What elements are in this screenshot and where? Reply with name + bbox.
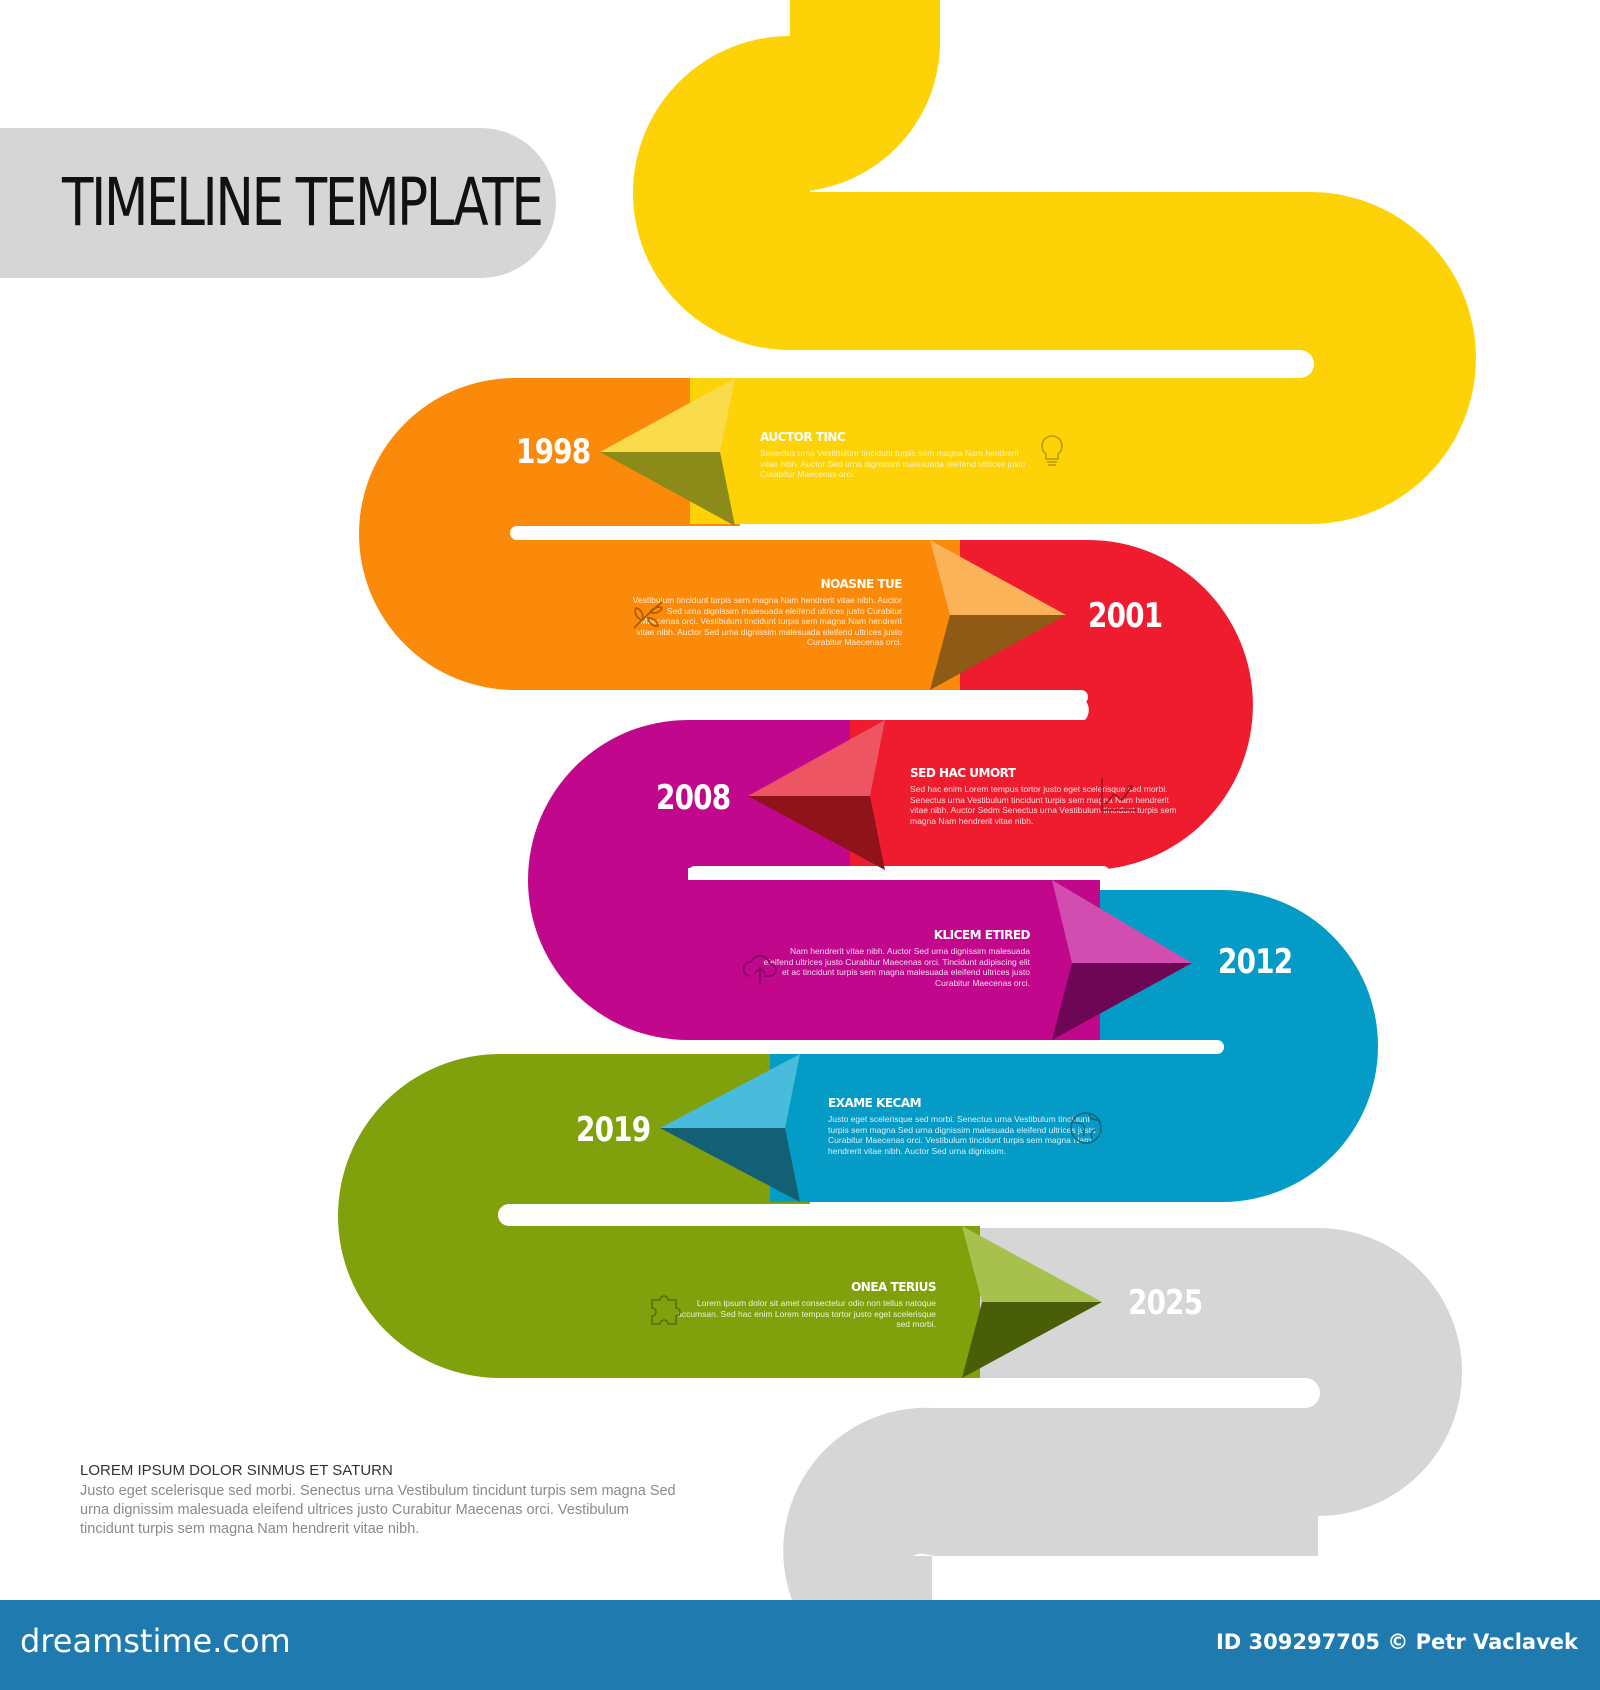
event-title: AUCTOR TINC — [760, 430, 846, 444]
arrow-2008 — [748, 720, 885, 870]
footer-text: Justo eget scelerisque sed morbi. Senect… — [80, 1483, 676, 1537]
year-2012: 2012 — [1218, 942, 1293, 982]
event-2012: KLICEM ETIRED Nam hendrerit vitae nibh. … — [760, 928, 1031, 988]
title-pill — [0, 128, 556, 278]
arrow-2019 — [660, 1054, 800, 1202]
event-text: Vestibulum tincidunt turpis sem magna Na… — [632, 595, 902, 647]
event-2001: NOASNE TUE Vestibulum tincidunt turpis s… — [632, 577, 903, 648]
event-text: Senectus urna Vestibulum tincidunt turpi… — [760, 448, 1026, 479]
year-2001: 2001 — [1088, 596, 1163, 636]
year-2019: 2019 — [576, 1110, 651, 1150]
footer-title: LOREM IPSUM DOLOR SINMUS ET SATURN — [80, 1462, 393, 1479]
event-2025: ONEA TERIUS Lorem ipsum dolor sit amet c… — [666, 1280, 936, 1330]
event-text: Nam hendrerit vitae nibh. Auctor Sed urn… — [763, 946, 1030, 988]
watermark-brand: dreamstime.com — [20, 1622, 291, 1660]
blue-band — [770, 890, 1378, 1202]
year-1998: 1998 — [516, 432, 591, 472]
cloud-upload-icon — [742, 955, 777, 984]
event-2008: SED HAC UMORT Sed hac enim Lorem tempus … — [910, 766, 1180, 826]
orange-band — [359, 378, 960, 690]
watermark-credit: ID 309297705 © Petr Vaclavek — [1215, 1630, 1578, 1654]
event-title: NOASNE TUE — [820, 577, 903, 591]
arrow-2012 — [1052, 880, 1192, 1040]
globe-icon — [1070, 1112, 1102, 1144]
event-title: ONEA TERIUS — [851, 1280, 936, 1294]
event-text: Justo eget scelerisque sed morbi. Senect… — [828, 1114, 1096, 1156]
event-2019: EXAME KECAM Justo eget scelerisque sed m… — [828, 1096, 1098, 1156]
lightbulb-icon — [1041, 435, 1063, 466]
event-1998: AUCTOR TINC Senectus urna Vestibulum tin… — [760, 430, 1030, 480]
arrow-1998 — [600, 378, 735, 526]
puzzle-icon — [651, 1295, 681, 1325]
event-text: Sed hac enim Lorem tempus tortor justo e… — [910, 784, 1177, 826]
year-2008: 2008 — [656, 778, 731, 818]
event-title: KLICEM ETIRED — [933, 928, 1031, 942]
chart-icon — [1101, 778, 1136, 811]
watermark-bar — [0, 1600, 1600, 1690]
green-band — [338, 1054, 980, 1378]
event-title: EXAME KECAM — [828, 1096, 922, 1110]
event-text: Lorem ipsum dolor sit amet consectetur o… — [677, 1298, 936, 1329]
page-title: TIMELINE TEMPLATE — [62, 164, 544, 241]
event-title: SED HAC UMORT — [910, 766, 1016, 780]
yellow-band — [633, 0, 1476, 524]
arrow-2025 — [962, 1226, 1102, 1378]
year-2025: 2025 — [1128, 1283, 1203, 1323]
plant-icon — [633, 601, 663, 629]
arrow-2001 — [930, 540, 1066, 690]
